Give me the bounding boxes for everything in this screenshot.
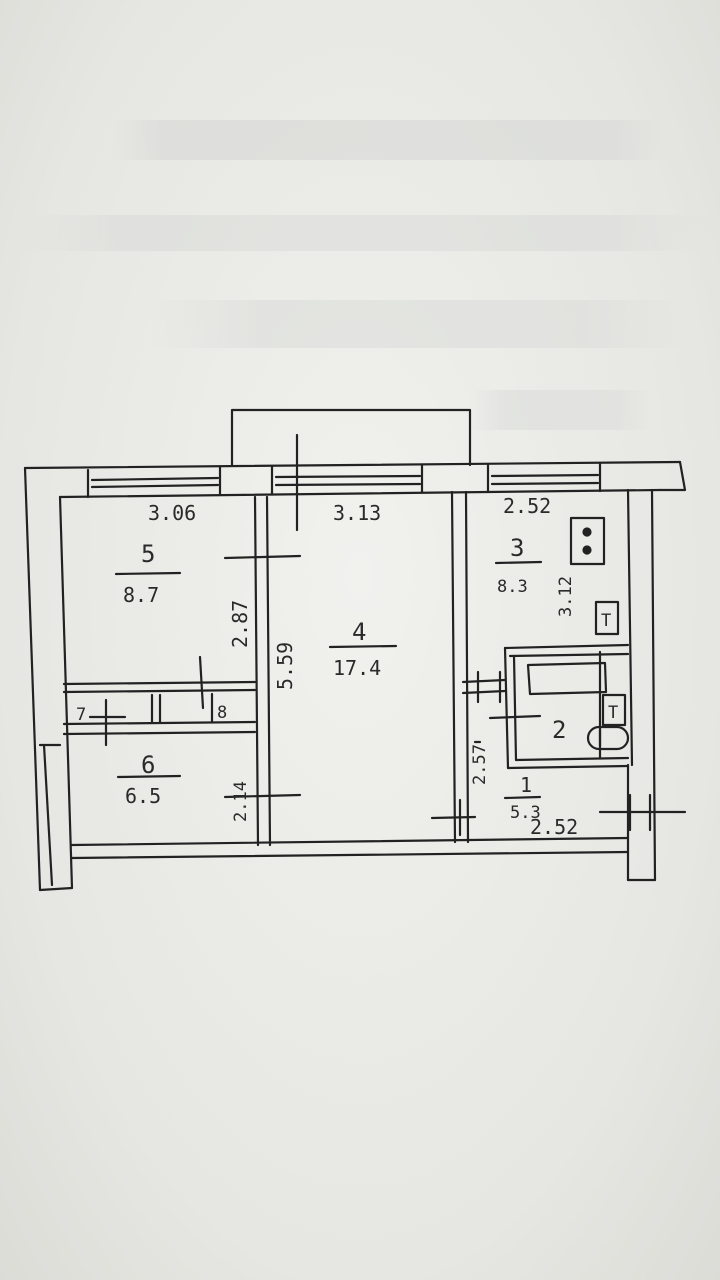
balcony: [230, 408, 472, 467]
show-through-band-2: [20, 215, 710, 251]
top-windows: [86, 462, 602, 499]
dim-room4-depth: 5.59: [273, 642, 297, 690]
fixture-label-2: T: [608, 703, 618, 723]
dim-hall-depth: 2.57: [470, 744, 490, 785]
room4-area: 17.4: [333, 656, 381, 680]
dim-room4-width: 3.13: [333, 501, 381, 525]
room1-number: 1: [520, 773, 532, 797]
room7-number: 7: [76, 705, 86, 725]
room6-area: 6.5: [125, 784, 161, 808]
room6-number: 6: [141, 751, 155, 779]
dim-room5-depth: 2.87: [228, 600, 252, 648]
fixture-box-2: [601, 693, 627, 727]
fixture-box-1: [594, 600, 620, 636]
show-through-band-1: [110, 120, 670, 160]
show-through-band-4: [470, 390, 650, 430]
room8-number: 8: [217, 703, 227, 723]
dim-room6-depth: 2.14: [231, 781, 251, 822]
outer-walls: [23, 460, 687, 892]
room3-number: 3: [510, 534, 524, 562]
dim-room5-width: 3.06: [148, 501, 196, 525]
room5-area: 8.7: [123, 583, 159, 607]
room1-area: 5.3: [510, 803, 541, 823]
dimension-ticks: [88, 433, 687, 837]
sink-icon: [586, 725, 630, 751]
fixture-label-1: T: [601, 611, 611, 631]
room2-number: 2: [552, 716, 566, 744]
show-through-band-3: [150, 300, 690, 348]
room3-area: 8.3: [497, 577, 528, 597]
room5-number: 5: [141, 540, 155, 568]
dim-room3-depth: 3.12: [556, 576, 576, 617]
area-underlines: [114, 560, 543, 800]
stove-icon: [569, 516, 606, 566]
bathtub: [526, 661, 608, 696]
dim-room3-width: 2.52: [503, 494, 551, 518]
interior-walls: [62, 490, 470, 847]
room4-number: 4: [352, 618, 366, 646]
dim-hall-width: 2.52: [530, 815, 578, 839]
